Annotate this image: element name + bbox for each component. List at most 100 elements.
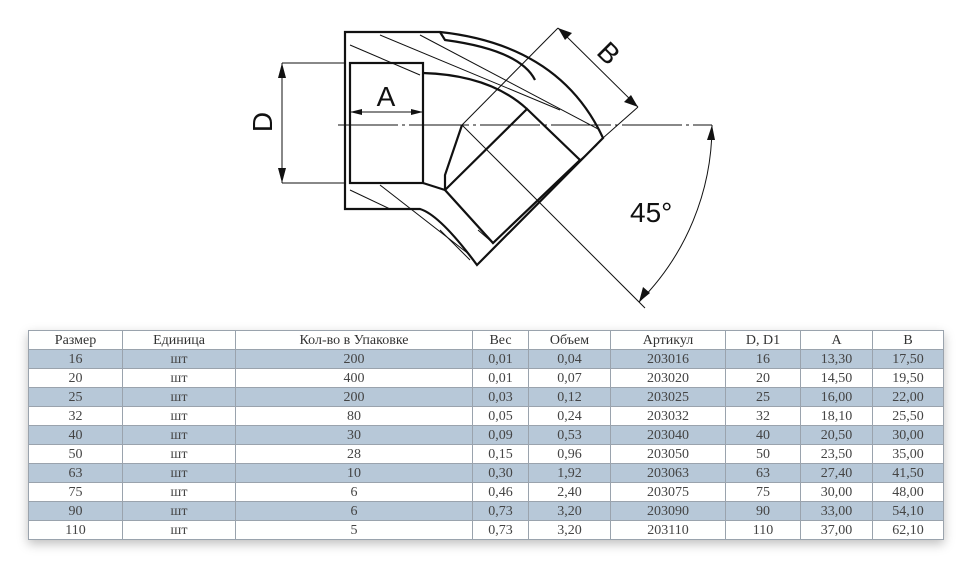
table-cell: 203063 (610, 463, 726, 483)
table-cell: шт (122, 482, 236, 502)
table-cell: 80 (235, 406, 473, 426)
column-header: Размер (28, 330, 123, 350)
table-cell: 25 (28, 387, 123, 407)
table-cell: 0,24 (528, 406, 611, 426)
table-cell: 203025 (610, 387, 726, 407)
table-cell: 20 (28, 368, 123, 388)
table-cell: 62,10 (872, 520, 944, 540)
table-cell: 37,00 (800, 520, 873, 540)
table-cell: 203020 (610, 368, 726, 388)
fitting-outline (343, 30, 605, 267)
table-cell: 90 (28, 501, 123, 521)
table-cell: 40 (28, 425, 123, 445)
table-cell: 0,53 (528, 425, 611, 445)
table-cell: 6 (235, 482, 473, 502)
table-cell: 200 (235, 349, 473, 369)
table-cell: 16 (28, 349, 123, 369)
column-header: B (872, 330, 944, 350)
dimension-arrows (278, 28, 715, 302)
table-cell: 20 (725, 368, 801, 388)
table-cell: шт (122, 463, 236, 483)
table-cell: 63 (725, 463, 801, 483)
table-cell: 90 (725, 501, 801, 521)
column-header: Вес (472, 330, 529, 350)
table-cell: 33,00 (800, 501, 873, 521)
table-cell: 6 (235, 501, 473, 521)
table-cell: 27,40 (800, 463, 873, 483)
column-header: Артикул (610, 330, 726, 350)
table-cell: шт (122, 501, 236, 521)
table-cell: 17,50 (872, 349, 944, 369)
table-cell: 30,00 (872, 425, 944, 445)
table-cell: 32 (28, 406, 123, 426)
table-cell: 41,50 (872, 463, 944, 483)
table-cell: 203016 (610, 349, 726, 369)
table-cell: 54,10 (872, 501, 944, 521)
table-cell: 14,50 (800, 368, 873, 388)
table-cell: 0,05 (472, 406, 529, 426)
table-cell: 0,04 (528, 349, 611, 369)
table-cell: 25 (725, 387, 801, 407)
table-cell: 0,01 (472, 349, 529, 369)
hatch-lines (349, 34, 601, 261)
table-cell: 28 (235, 444, 473, 464)
table-cell: 22,00 (872, 387, 944, 407)
table-cell: 203090 (610, 501, 726, 521)
table-cell: шт (122, 349, 236, 369)
table-cell: 75 (725, 482, 801, 502)
table-cell: 3,20 (528, 501, 611, 521)
table-cell: шт (122, 387, 236, 407)
table-cell: 203032 (610, 406, 726, 426)
table-cell: 32 (725, 406, 801, 426)
elbow-45-technical-drawing: D A B 45° (247, 27, 715, 309)
table-cell: 0,15 (472, 444, 529, 464)
table-cell: 200 (235, 387, 473, 407)
table-cell: 0,96 (528, 444, 611, 464)
table-cell: 203040 (610, 425, 726, 445)
table-cell: 23,50 (800, 444, 873, 464)
table-cell: 203050 (610, 444, 726, 464)
table-cell: шт (122, 425, 236, 445)
table-cell: 110 (725, 520, 801, 540)
table-cell: 1,92 (528, 463, 611, 483)
table-cell: 0,07 (528, 368, 611, 388)
table-cell: шт (122, 520, 236, 540)
table-cell: 0,01 (472, 368, 529, 388)
table-cell: 0,73 (472, 520, 529, 540)
table-cell: 0,12 (528, 387, 611, 407)
column-header: D, D1 (725, 330, 801, 350)
table-cell: шт (122, 406, 236, 426)
table-cell: 0,09 (472, 425, 529, 445)
table-cell: 2,40 (528, 482, 611, 502)
dimension-label-d: D (247, 112, 278, 132)
dimension-label-a: A (377, 81, 396, 112)
table-cell: 20,50 (800, 425, 873, 445)
table-cell: 75 (28, 482, 123, 502)
table-cell: 5 (235, 520, 473, 540)
table-cell: 110 (28, 520, 123, 540)
table-cell: 0,73 (472, 501, 529, 521)
column-header: Кол-во в Упаковке (235, 330, 473, 350)
table-cell: 35,00 (872, 444, 944, 464)
table-cell: 18,10 (800, 406, 873, 426)
table-cell: 0,30 (472, 463, 529, 483)
table-cell: 400 (235, 368, 473, 388)
table-cell: 16,00 (800, 387, 873, 407)
table-cell: 203110 (610, 520, 726, 540)
table-cell: шт (122, 368, 236, 388)
table-cell: шт (122, 444, 236, 464)
table-cell: 0,46 (472, 482, 529, 502)
column-header: Единица (122, 330, 236, 350)
column-header: A (800, 330, 873, 350)
column-header: Объем (528, 330, 611, 350)
